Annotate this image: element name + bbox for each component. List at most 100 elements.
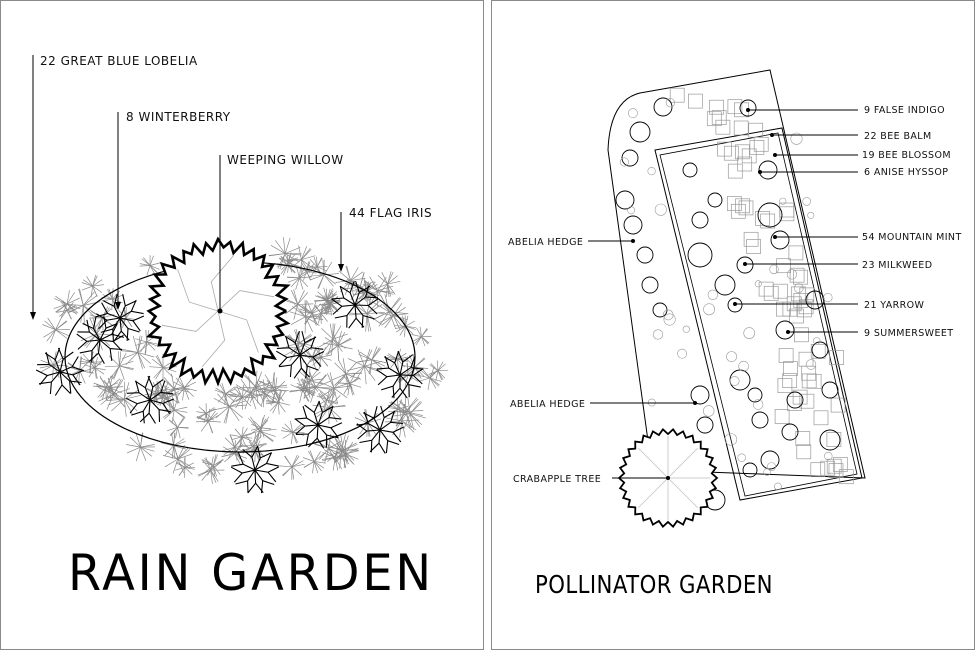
plant-stroke [174,409,188,413]
plant-stroke [293,304,299,320]
iris-plant-symbol [197,456,225,484]
plant-stroke [387,275,398,285]
shrub-branch [304,400,320,426]
plant-stroke [333,435,342,452]
shrub-circle [760,450,780,470]
plant-stroke [329,304,332,316]
plant-stroke [241,436,247,447]
plant-stroke [119,351,122,366]
plant-stroke [405,410,424,412]
plant-stroke [350,267,359,281]
plant-stroke [284,246,301,254]
plant-stroke [261,390,276,392]
plant-stroke [388,297,400,312]
plant-stroke [399,326,406,336]
planting-grid-cell [790,286,806,302]
plant-stroke [206,413,214,421]
plant-stroke [78,288,84,306]
iris-plant-symbol [265,390,291,415]
plant-stroke [317,387,335,389]
planting-grid-cell [737,156,753,172]
plant-stroke [172,458,179,474]
plant-stroke [299,276,312,279]
plant-stroke [42,324,56,331]
plant-stroke [314,295,328,301]
plant-stroke [293,342,301,356]
plant-stroke [411,334,422,338]
plant-stroke [321,399,328,410]
plant-stroke [166,427,178,432]
plant-stroke [208,420,221,423]
shrub-branch [299,336,324,356]
plant-stroke [324,337,339,346]
plant-stroke [320,357,332,361]
plant-stroke [121,352,138,360]
plant-stroke [343,449,359,451]
shrub-branch [299,330,317,356]
shrub-branch [39,371,61,395]
plant-stroke [364,281,378,291]
plant-stroke [309,369,318,381]
perennial-circle [707,289,719,300]
plant-stroke [337,345,353,350]
plant-stroke [260,418,267,428]
plant-stroke [224,393,226,406]
plant-stroke [255,386,272,392]
plant-stroke [416,327,422,337]
plant-stroke [123,382,130,400]
plant-stroke [366,284,378,293]
plant-stroke [384,294,390,312]
plant-stroke [235,384,251,394]
shrub-branch [99,316,118,341]
lobelia-arrowhead [30,312,36,320]
plant-stroke [325,443,342,452]
plant-stroke [215,387,226,395]
plant-stroke [221,390,230,407]
plant-stroke [282,466,293,477]
plant-stroke [268,253,286,257]
plant-stroke [146,388,159,394]
plant-stroke [137,352,143,369]
plant-stroke [387,271,394,285]
winterberry-label: 8 WINTERBERRY [126,110,231,124]
plant-stroke [255,382,272,388]
plant-stroke [315,386,330,398]
plant-stroke [331,388,335,405]
winterberry-shrub-symbol [35,347,85,396]
shrub-branch [381,374,401,399]
plant-stroke [81,282,93,287]
plant-stroke [299,335,313,344]
plant-stroke [92,275,98,287]
shrub-branch [254,469,275,494]
plant-stroke [288,262,298,269]
plant-stroke [430,363,439,371]
perennial-circle [619,157,629,167]
shrub-branch [99,339,123,361]
plant-stroke [196,411,207,414]
plant-stroke [308,450,315,462]
plant-stroke [259,414,265,432]
plant-stroke [289,311,306,318]
planting-grid-cell [755,211,770,226]
plant-stroke [253,420,262,429]
iris-plant-symbol [331,358,363,390]
plant-stroke [178,467,186,476]
plant-stroke [177,418,185,428]
plant-stroke [397,408,407,416]
plant-stroke [435,370,439,381]
plant-stroke [234,453,242,466]
plant-stroke [320,313,328,322]
perennial-circle [793,283,804,294]
plant-stroke [221,446,235,452]
shrub-branch [293,354,310,379]
plant-stroke [311,300,317,314]
plant-stroke [55,329,69,337]
plant-stroke [119,365,125,380]
plant-stroke [316,266,322,277]
plant-stroke [324,448,330,463]
plant-stroke [281,430,293,433]
plant-stroke [409,400,421,414]
planting-grid-cell [789,267,805,283]
plant-stroke [112,288,114,300]
shrub-branch [294,406,319,426]
